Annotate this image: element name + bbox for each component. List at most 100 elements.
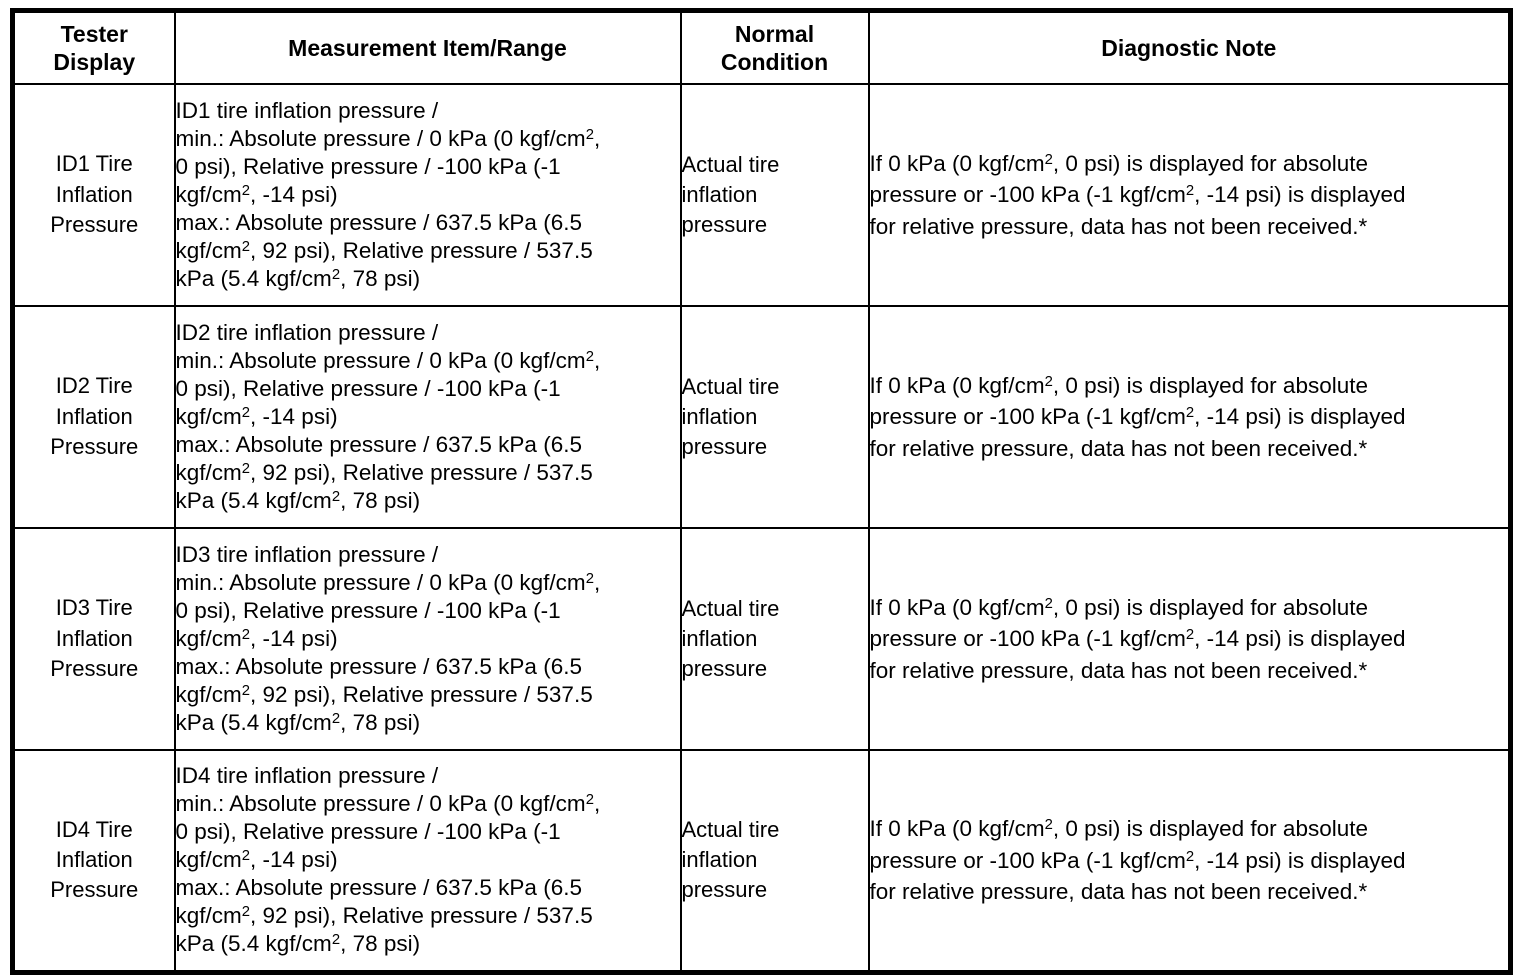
note-line: If 0 kPa (0 kgf/cm2, 0 psi) is displayed… [869, 372, 1369, 398]
measurement-line: ID1 tire inflation pressure / [175, 98, 439, 123]
measurement-line: kPa (5.4 kgf/cm2, 78 psi) [175, 266, 421, 291]
superscript: 2 [331, 489, 341, 506]
superscript: 2 [1185, 627, 1195, 644]
measurement-line: kgf/cm2, 92 psi), Relative pressure / 53… [175, 903, 593, 929]
measurement-line: 0 psi), Relative pressure / -100 kPa (-1 [175, 376, 561, 401]
measurement-line: min.: Absolute pressure / 0 kPa (0 kgf/c… [175, 791, 601, 817]
normal-line: pressure [681, 877, 768, 903]
superscript: 2 [585, 349, 594, 366]
measurement-line: ID3 tire inflation pressure / [175, 542, 439, 567]
note-line: pressure or -100 kPa (-1 kgf/cm2, -14 ps… [869, 626, 1406, 652]
cell-measurement-range: ID2 tire inflation pressure / min.: Abso… [173, 305, 682, 529]
normal-line: inflation [681, 182, 758, 208]
tpms-specification-table: Tester Display Measurement Item/Range No… [10, 8, 1513, 975]
cell-normal-condition: Actual tire inflation pressure [679, 305, 870, 529]
measurement-line: ID2 tire inflation pressure / [175, 320, 439, 345]
cell-measurement-range: ID4 tire inflation pressure / min.: Abso… [173, 749, 682, 973]
note-line: pressure or -100 kPa (-1 kgf/cm2, -14 ps… [869, 404, 1406, 430]
measurement-line: kgf/cm2, 92 psi), Relative pressure / 53… [175, 238, 593, 263]
cell-diagnostic-note: If 0 kPa (0 kgf/cm2, 0 psi) is displayed… [867, 749, 1512, 973]
cell-measurement-range: ID1 tire inflation pressure / min.: Abso… [173, 83, 682, 307]
cell-diagnostic-note: If 0 kPa (0 kgf/cm2, 0 psi) is displayed… [867, 305, 1512, 529]
superscript: 2 [241, 183, 251, 200]
cell-normal-condition: Actual tire inflation pressure [679, 749, 870, 973]
measurement-line: kgf/cm2, -14 psi) [175, 182, 338, 207]
measurement-line: 0 psi), Relative pressure / -100 kPa (-1 [175, 154, 561, 179]
normal-line: pressure [681, 433, 768, 459]
note-line: If 0 kPa (0 kgf/cm2, 0 psi) is displayed… [869, 816, 1369, 841]
superscript: 2 [1044, 817, 1053, 834]
display-line: ID1 Tire [55, 151, 133, 177]
normal-line: Actual tire [681, 817, 780, 843]
measurement-line: kgf/cm2, -14 psi) [175, 626, 338, 651]
display-line: Pressure [50, 434, 139, 460]
note-line: for relative pressure, data has not been… [869, 879, 1368, 904]
note-line: If 0 kPa (0 kgf/cm2, 0 psi) is displayed… [869, 150, 1369, 176]
cell-diagnostic-note: If 0 kPa (0 kgf/cm2, 0 psi) is displayed… [867, 527, 1512, 751]
table-row: ID1 Tire Inflation Pressure ID1 tire inf… [11, 83, 1512, 307]
measurement-line: max.: Absolute pressure / 637.5 kPa (6.5 [175, 210, 582, 235]
note-line: for relative pressure, data has not been… [869, 435, 1368, 461]
superscript: 2 [1044, 595, 1053, 612]
superscript: 2 [585, 792, 594, 809]
measurement-line: kgf/cm2, 92 psi), Relative pressure / 53… [175, 682, 593, 707]
display-line: ID4 Tire [55, 816, 133, 842]
column-header-measurement-item-range: Measurement Item/Range [173, 9, 682, 85]
measurement-line: kgf/cm2, -14 psi) [175, 847, 338, 873]
cell-tester-display: ID2 Tire Inflation Pressure [11, 305, 176, 529]
normal-line: pressure [681, 211, 768, 237]
measurement-line: min.: Absolute pressure / 0 kPa (0 kgf/c… [175, 126, 601, 151]
column-header-line: Condition [720, 49, 829, 75]
table-header: Tester Display Measurement Item/Range No… [11, 9, 1512, 85]
measurement-line: min.: Absolute pressure / 0 kPa (0 kgf/c… [175, 570, 601, 595]
cell-normal-condition: Actual tire inflation pressure [679, 527, 870, 751]
table-row: ID2 Tire Inflation Pressure ID2 tire inf… [11, 305, 1512, 529]
superscript: 2 [331, 711, 341, 728]
display-line: Pressure [50, 877, 139, 903]
display-line: Inflation [55, 625, 133, 651]
cell-measurement-range: ID3 tire inflation pressure / min.: Abso… [173, 527, 682, 751]
superscript: 2 [241, 904, 251, 921]
column-header-diagnostic-note: Diagnostic Note [867, 9, 1512, 85]
superscript: 2 [1185, 183, 1195, 200]
table-body: ID1 Tire Inflation Pressure ID1 tire inf… [11, 83, 1512, 973]
cell-tester-display: ID1 Tire Inflation Pressure [11, 83, 176, 307]
header-row: Tester Display Measurement Item/Range No… [11, 9, 1512, 85]
measurement-line: ID4 tire inflation pressure / [175, 763, 439, 789]
superscript: 2 [241, 461, 251, 478]
table-row: ID4 Tire Inflation Pressure ID4 tire inf… [11, 749, 1512, 973]
measurement-line: kPa (5.4 kgf/cm2, 78 psi) [175, 710, 421, 735]
table-row: ID3 Tire Inflation Pressure ID3 tire inf… [11, 527, 1512, 751]
superscript: 2 [331, 932, 341, 949]
measurement-line: 0 psi), Relative pressure / -100 kPa (-1 [175, 598, 561, 623]
cell-tester-display: ID4 Tire Inflation Pressure [11, 749, 176, 973]
cell-diagnostic-note: If 0 kPa (0 kgf/cm2, 0 psi) is displayed… [867, 83, 1512, 307]
column-header-line: Display [53, 49, 136, 75]
column-header-line: Tester [60, 20, 128, 47]
display-line: Pressure [50, 212, 139, 238]
measurement-line: min.: Absolute pressure / 0 kPa (0 kgf/c… [175, 348, 601, 373]
column-header-tester-display: Tester Display [11, 9, 176, 85]
column-header-normal-condition: Normal Condition [679, 9, 870, 85]
normal-line: inflation [681, 404, 758, 430]
normal-line: pressure [681, 655, 768, 681]
note-line: pressure or -100 kPa (-1 kgf/cm2, -14 ps… [869, 847, 1406, 873]
superscript: 2 [241, 239, 251, 256]
measurement-line: kPa (5.4 kgf/cm2, 78 psi) [175, 488, 421, 513]
normal-line: inflation [681, 626, 758, 652]
normal-line: Actual tire [681, 374, 780, 400]
display-line: Inflation [55, 847, 133, 873]
superscript: 2 [1185, 848, 1195, 865]
measurement-line: kPa (5.4 kgf/cm2, 78 psi) [175, 931, 421, 957]
column-header-line: Measurement Item/Range [288, 34, 567, 61]
measurement-line: kgf/cm2, 92 psi), Relative pressure / 53… [175, 460, 593, 485]
column-header-line: Normal [734, 20, 815, 47]
note-line: for relative pressure, data has not been… [869, 213, 1368, 239]
normal-line: inflation [681, 847, 758, 873]
superscript: 2 [241, 405, 251, 422]
display-line: ID3 Tire [55, 595, 133, 621]
display-line: Inflation [55, 181, 133, 207]
normal-line: Actual tire [681, 596, 780, 622]
measurement-line: max.: Absolute pressure / 637.5 kPa (6.5 [175, 654, 582, 679]
